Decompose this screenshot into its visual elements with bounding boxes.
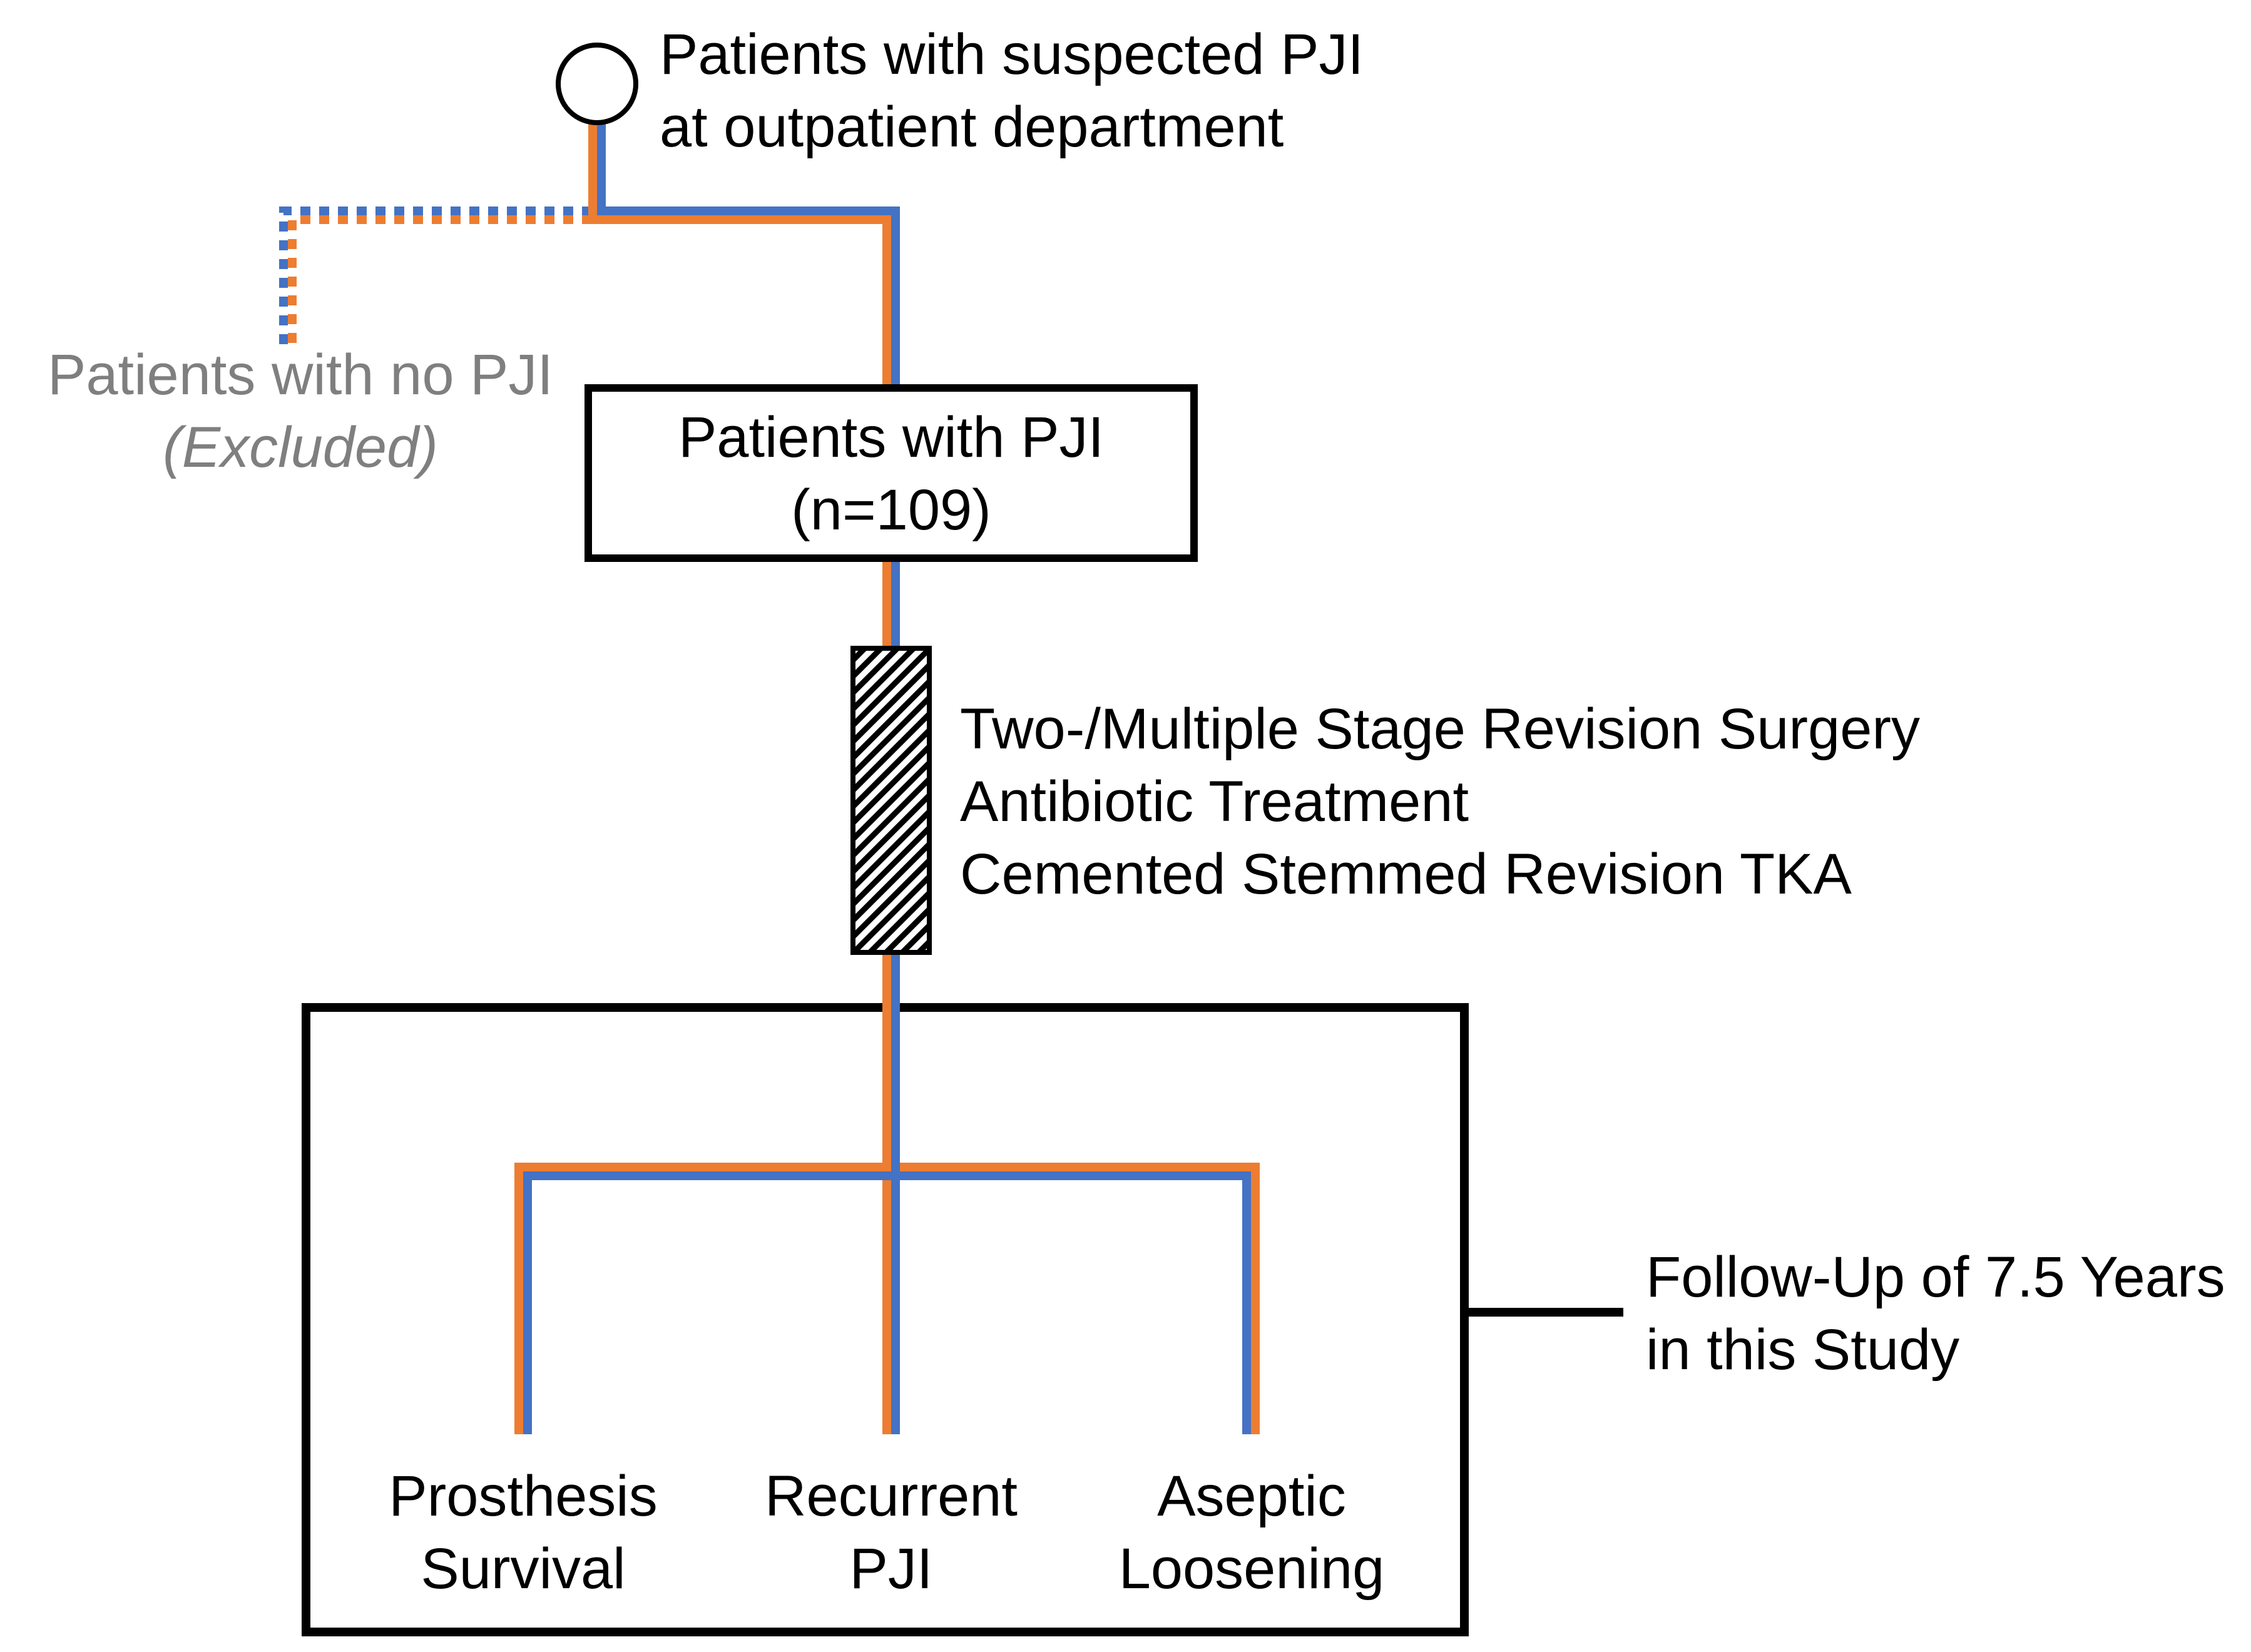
excluded-dashed-path-blue — [279, 206, 592, 348]
outcome-label-aseptic-loosening: Aseptic Loosening — [1051, 1459, 1452, 1604]
outcome-aseptic-line1: Aseptic — [1157, 1463, 1346, 1528]
follow-up-label-line1: Follow-Up of 7.5 Years — [1646, 1244, 2225, 1309]
treatment-label: Two-/Multiple Stage Revision Surgery Ant… — [960, 692, 1920, 910]
outcome-label-prosthesis-survival: Prosthesis Survival — [323, 1459, 723, 1604]
treatment-label-line3: Cemented Stemmed Revision TKA — [960, 841, 1852, 906]
pji-box-label-line1: Patients with PJI — [678, 404, 1105, 469]
outcome-recurrent-line1: Recurrent — [765, 1463, 1018, 1528]
pji-box-label: Patients with PJI (n=109) — [588, 388, 1194, 558]
excluded-dashed-path-orange — [288, 215, 592, 348]
start-node-label-line2: at outpatient department — [660, 94, 1284, 159]
treatment-label-line2: Antibiotic Treatment — [960, 768, 1469, 834]
start-node-circle — [556, 43, 638, 125]
outcome-recurrent-line2: PJI — [849, 1536, 933, 1601]
treatment-label-line1: Two-/Multiple Stage Revision Surgery — [960, 696, 1920, 761]
excluded-label: Patients with no PJI (Excluded) — [31, 338, 569, 483]
outcome-prosthesis-line1: Prosthesis — [389, 1463, 658, 1528]
cohort-path-orange — [588, 121, 891, 1434]
pji-box-label-line2: (n=109) — [791, 477, 991, 542]
start-node-label-line1: Patients with suspected PJI — [660, 21, 1364, 86]
pji-box — [584, 384, 1198, 562]
follow-up-label-line2: in this Study — [1646, 1317, 1960, 1382]
treatment-hatch-box — [850, 646, 932, 955]
start-node-label: Patients with suspected PJI at outpatien… — [660, 18, 1364, 163]
outcome-prosthesis-line2: Survival — [421, 1536, 626, 1601]
outcome-aseptic-line2: Loosening — [1118, 1536, 1385, 1601]
follow-up-label: Follow-Up of 7.5 Years in this Study — [1646, 1240, 2225, 1385]
branch-path-blue — [523, 1171, 1251, 1434]
excluded-label-line1: Patients with no PJI — [48, 342, 553, 407]
excluded-label-line2: (Excluded) — [163, 414, 438, 479]
outcome-label-recurrent-pji: Recurrent PJI — [691, 1459, 1091, 1604]
